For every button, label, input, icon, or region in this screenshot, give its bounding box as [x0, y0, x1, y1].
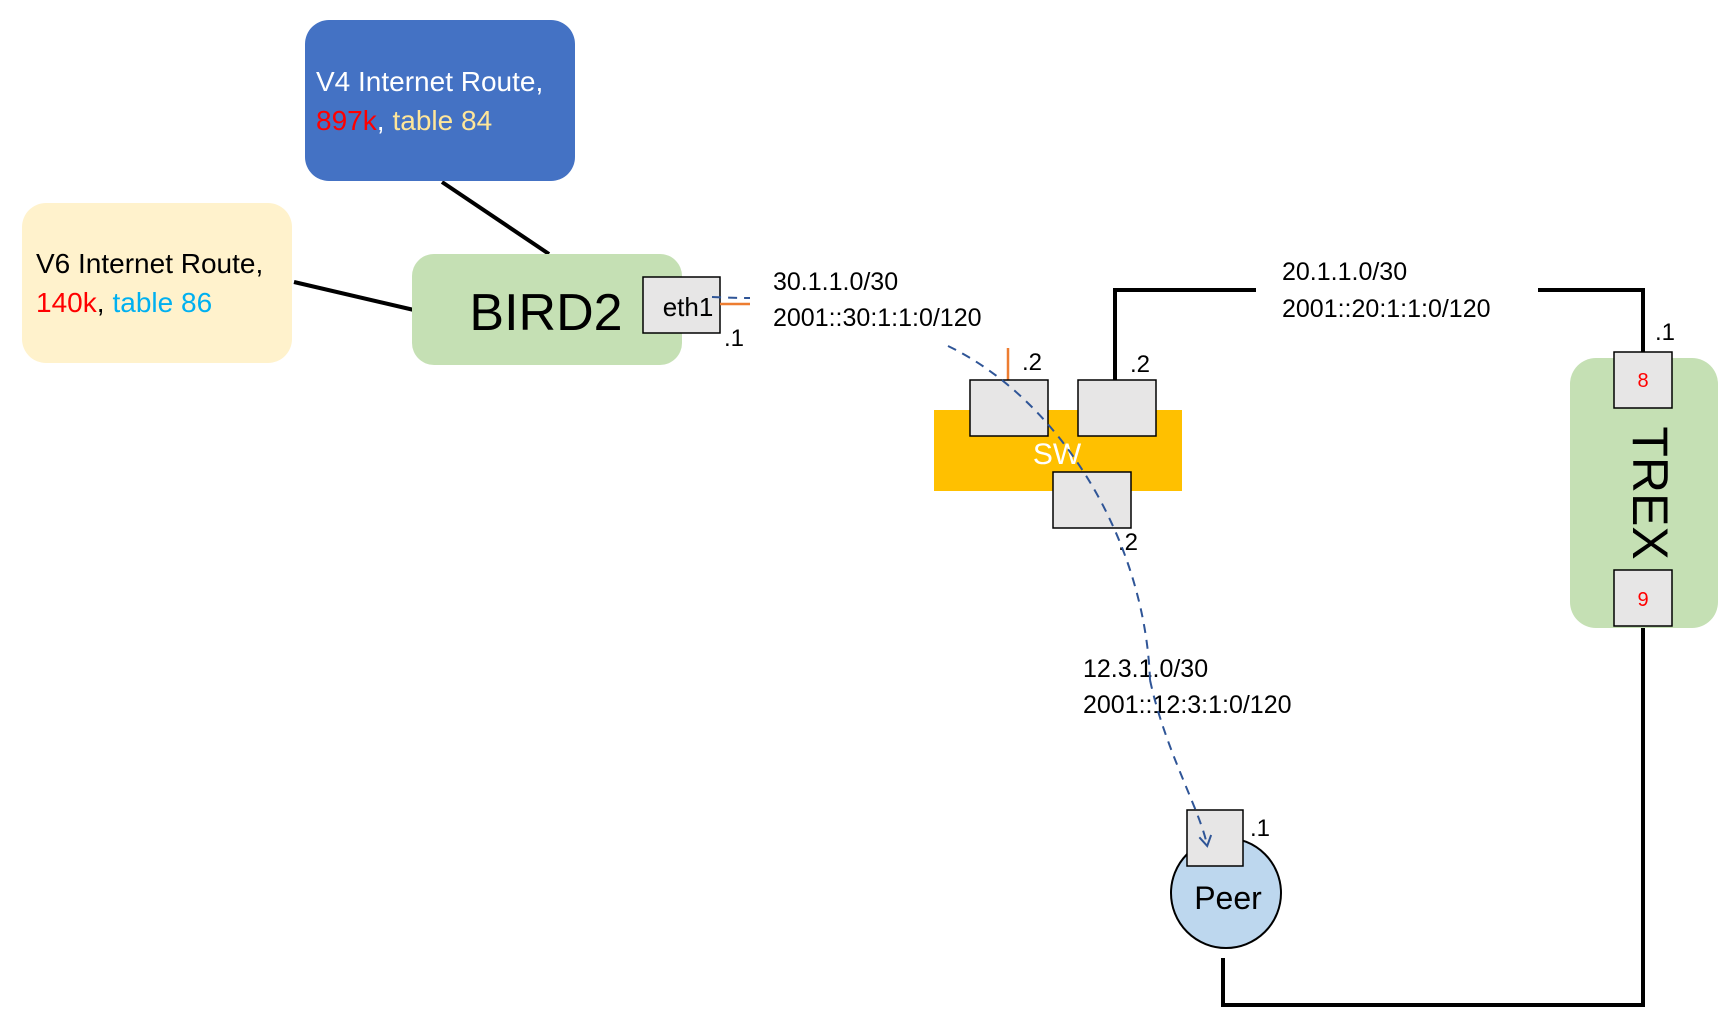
- bird-sw-v4-subnet: 30.1.1.0/30: [773, 268, 898, 296]
- bird2-label: BIRD2: [469, 284, 622, 342]
- v6-route-table: table 86: [113, 287, 213, 318]
- sw-port-3: [1052, 471, 1132, 529]
- sw-trex-v6-subnet: 2001::20:1:1:0/120: [1282, 295, 1491, 323]
- traffic-flow-dashed-arrow: [947, 345, 1151, 681]
- traffic-flow-dashed-arrow-tail: [1149, 679, 1213, 848]
- sw-to-trex-link-right: [1538, 288, 1645, 352]
- v4-route-box: [305, 20, 575, 181]
- v4-route-detail: 897k, table 84: [316, 105, 492, 136]
- v6-route-detail: 140k, table 86: [36, 287, 212, 318]
- trex-label: TREX: [1622, 426, 1678, 559]
- bird2-node: [412, 254, 682, 365]
- sw-port-1: [969, 379, 1049, 437]
- trex-port-8-ip: .1: [1655, 319, 1675, 346]
- sw-to-trex-link: [1113, 288, 1256, 380]
- bird2-port-label: eth1: [663, 292, 714, 322]
- v4-route-title: V4 Internet Route,: [316, 66, 543, 97]
- peer-port: [1186, 809, 1244, 867]
- peer-to-trex-link: [1221, 627, 1645, 1007]
- sw-port-2: [1077, 379, 1157, 437]
- v6-route-title: V6 Internet Route,: [36, 248, 263, 279]
- peer-label: Peer: [1194, 880, 1262, 916]
- sw-port2-ip: .2: [1130, 351, 1150, 378]
- trex-port-8: [1613, 351, 1673, 409]
- sw-peer-v6-subnet: 2001::12:3:1:0/120: [1083, 691, 1292, 719]
- sw-trex-v4-subnet: 20.1.1.0/30: [1282, 258, 1407, 286]
- bird2-port-ip: .1: [724, 325, 744, 352]
- peer-port-ip: .1: [1250, 815, 1270, 842]
- sw-label: SW: [1033, 438, 1082, 471]
- sw-port1-ip: .2: [1022, 349, 1042, 376]
- trex-node: [1570, 358, 1718, 628]
- v6-route-sep: ,: [97, 287, 105, 318]
- v6-to-bird2-line: [293, 280, 415, 312]
- trex-port-9: [1613, 569, 1673, 627]
- v4-to-bird2-line: [440, 180, 551, 256]
- sw-peer-v4-subnet: 12.3.1.0/30: [1083, 655, 1208, 683]
- trex-port-9-label: 9: [1637, 589, 1648, 611]
- v6-route-box: [22, 203, 292, 363]
- sw-port3-ip: .2: [1118, 529, 1138, 556]
- v4-route-count: 897k: [316, 105, 378, 136]
- bird-sw-v6-subnet: 2001::30:1:1:0/120: [773, 304, 982, 332]
- v6-route-count: 140k: [36, 287, 98, 318]
- v4-route-sep: ,: [377, 105, 385, 136]
- eth1-dashed-segment: [711, 296, 751, 299]
- trex-port-8-label: 8: [1637, 370, 1648, 392]
- v4-route-table: table 84: [393, 105, 493, 136]
